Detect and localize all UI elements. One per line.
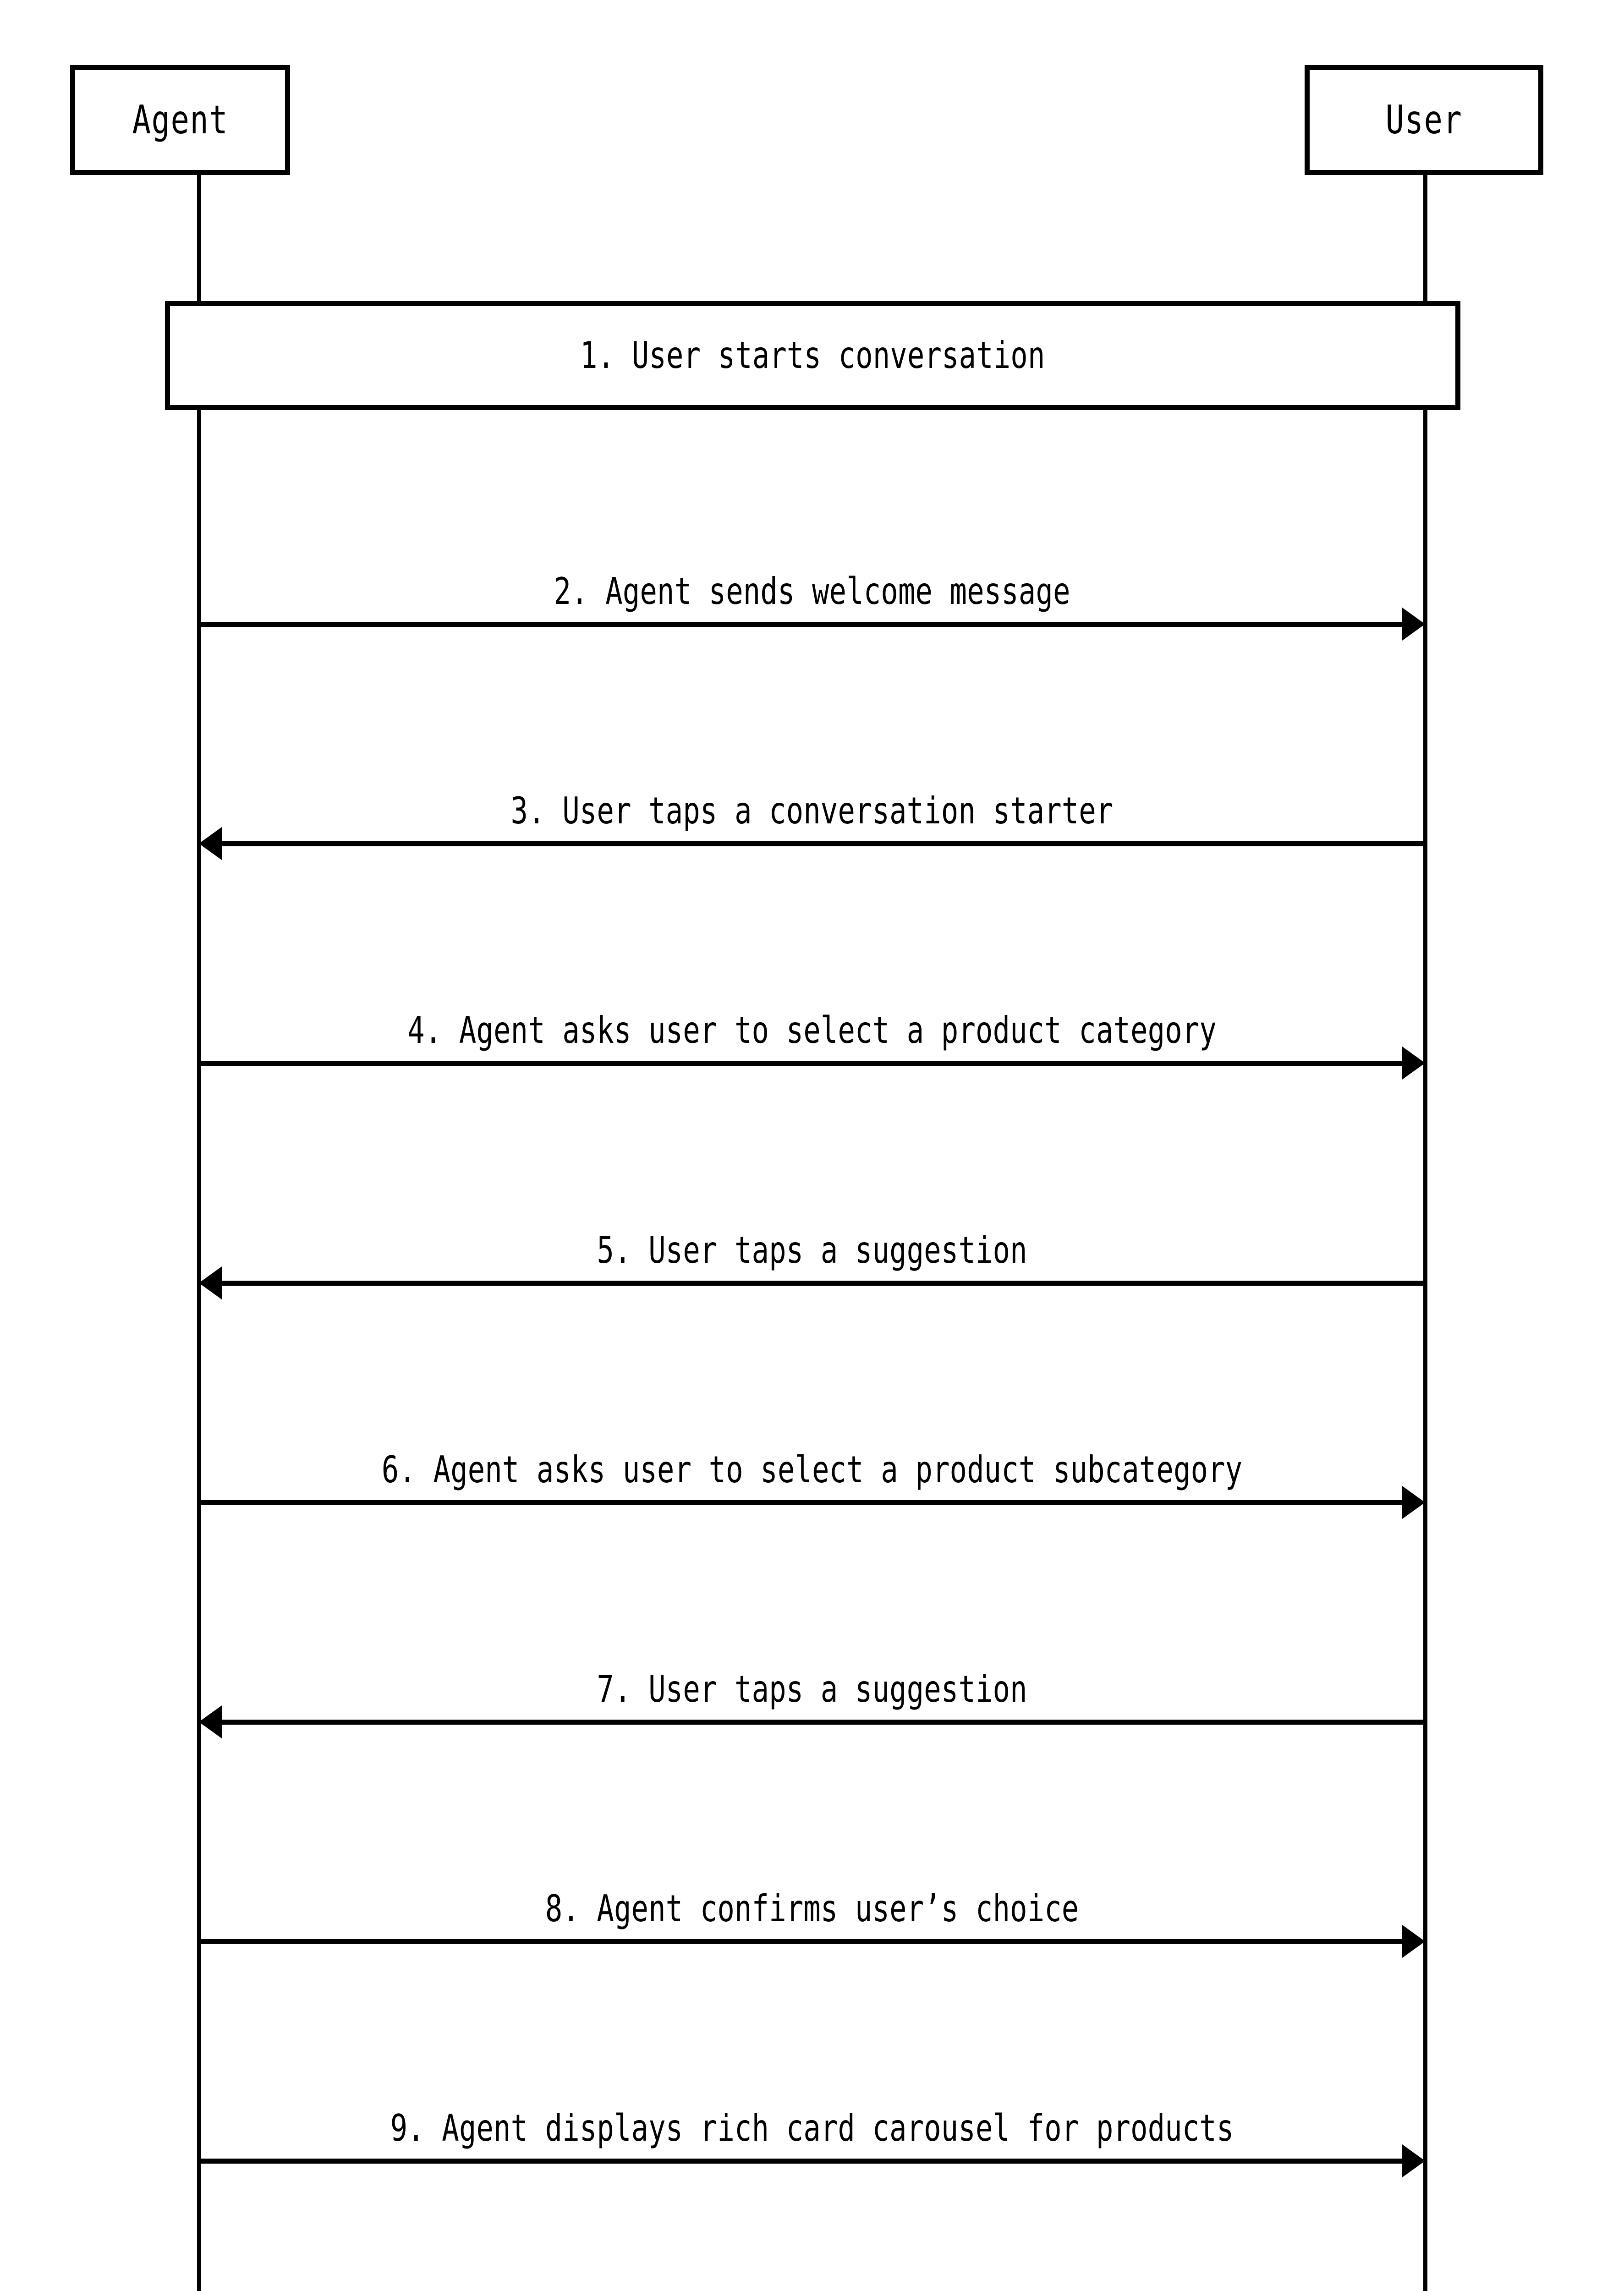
message-arrowhead-2 [1402,608,1425,641]
message-label-2-line-1: 2. Agent sends welcome message [554,570,1070,613]
message-label-5-line-1: 5. User taps a suggestion [597,1229,1027,1272]
message-arrowhead-9 [1402,2144,1425,2177]
message-4[interactable]: 4. Agent asks user to select a product c… [199,916,1425,1081]
message-label-7: 7. User taps a suggestion [199,1669,1425,1710]
message-label-5: 5. User taps a suggestion [199,1230,1425,1271]
message-line-9 [199,2158,1404,2164]
message-arrowhead-5 [199,1266,222,1299]
message-3[interactable]: 3. User taps a conversation starter [199,697,1425,862]
participant-label-user: User [1385,97,1463,143]
participant-label-agent: Agent [132,97,228,143]
participant-box-top-user[interactable]: User [1305,65,1543,175]
message-line-2 [199,621,1404,627]
message-label-8: 8. Agent confirms user’s choice [199,1888,1425,1929]
message-arrowhead-4 [1402,1047,1425,1080]
message-line-4 [199,1060,1404,1066]
message-label-6: 6. Agent asks user to select a product s… [199,1449,1425,1491]
message-label-4: 4. Agent asks user to select a product c… [199,1010,1425,1051]
message-arrowhead-3 [199,827,222,860]
participant-box-top-agent[interactable]: Agent [70,65,290,175]
message-2[interactable]: 2. Agent sends welcome message [199,477,1425,642]
message-label-3: 3. User taps a conversation starter [199,790,1425,832]
message-line-3 [220,841,1425,846]
message-line-8 [199,1939,1404,1944]
message-label-3-line-1: 3. User taps a conversation starter [510,789,1114,832]
message-label-4-line-1: 4. Agent asks user to select a product c… [407,1009,1217,1052]
message-10[interactable]: 10. User selects a product [199,2234,1425,2291]
message-5[interactable]: 5. User taps a suggestion [199,1136,1425,1301]
message-7[interactable]: 7. User taps a suggestion [199,1575,1425,1740]
message-arrowhead-7 [199,1705,222,1738]
message-label-9-line-1: 9. Agent displays rich card carousel for… [390,2107,1234,2149]
message-6[interactable]: 6. Agent asks user to select a product s… [199,1356,1425,1521]
message-8[interactable]: 8. Agent confirms user’s choice [199,1795,1425,1960]
lifeline-user [1423,175,1427,2291]
message-label-2: 2. Agent sends welcome message [199,571,1425,612]
message-label-6-line-1: 6. Agent asks user to select a product s… [381,1448,1243,1491]
message-label-7-line-1: 7. User taps a suggestion [597,1668,1027,1710]
note-box-1[interactable]: 1. User starts conversation [165,301,1460,410]
note-text-1: 1. User starts conversation [580,334,1045,377]
message-line-6 [199,1500,1404,1505]
message-arrowhead-8 [1402,1925,1425,1958]
lifeline-agent [197,175,201,2291]
message-line-5 [220,1280,1425,1286]
message-label-8-line-1: 8. Agent confirms user’s choice [545,1887,1079,1930]
message-9[interactable]: 9. Agent displays rich card carousel for… [199,2014,1425,2179]
message-arrowhead-6 [1402,1486,1425,1519]
message-line-7 [220,1719,1425,1725]
message-label-9: 9. Agent displays rich card carousel for… [199,2108,1425,2149]
